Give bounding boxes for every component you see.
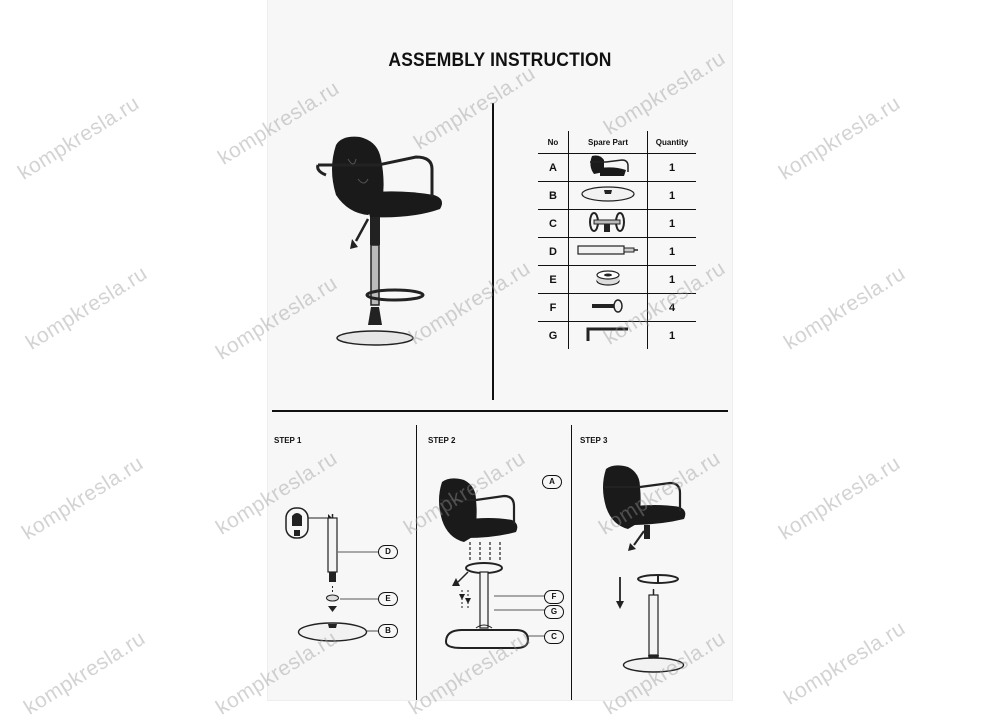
row-quantity: 1: [647, 209, 696, 238]
watermark: kompkresla.ru: [18, 451, 148, 545]
table-row: B 1: [538, 181, 696, 210]
table-row: E 1: [538, 265, 696, 294]
step-2-label: STEP 2: [428, 436, 456, 445]
step-1-label: STEP 1: [274, 436, 302, 445]
callout-d: D: [378, 545, 398, 559]
row-no: C: [538, 209, 569, 238]
part-f-cell: [568, 293, 648, 322]
watermark: kompkresla.ru: [22, 261, 152, 355]
watermark: kompkresla.ru: [775, 91, 905, 185]
step-1-illustration: [285, 507, 378, 642]
seat-icon: [590, 155, 629, 176]
part-g-cell: [568, 321, 648, 349]
table-row: A 1: [538, 153, 696, 182]
watermark: kompkresla.ru: [14, 91, 144, 185]
step-3-label: STEP 3: [580, 436, 608, 445]
row-quantity: 4: [647, 293, 696, 322]
gas-lift-icon: [577, 245, 638, 255]
row-quantity: 1: [647, 265, 696, 294]
header-spare-part: Spare Part: [568, 131, 648, 154]
base-disc-icon: [581, 186, 635, 202]
callout-e: E: [378, 592, 398, 606]
part-c-cell: [568, 209, 648, 238]
watermark: kompkresla.ru: [780, 261, 910, 355]
document-title: ASSEMBLY INSTRUCTION: [388, 50, 612, 71]
step-3-illustration: [603, 465, 686, 673]
row-no: D: [538, 237, 569, 266]
watermark: kompkresla.ru: [780, 616, 910, 710]
row-quantity: 1: [647, 181, 696, 210]
callout-b: B: [378, 624, 398, 638]
callout-a: A: [542, 475, 562, 489]
table-row: F 4: [538, 293, 696, 322]
footrest-icon: [589, 212, 625, 232]
watermark: kompkresla.ru: [20, 626, 150, 720]
table-header-row: No Spare Part Quantity: [538, 131, 696, 154]
row-no: G: [538, 321, 569, 349]
allen-key-icon: [586, 327, 628, 341]
row-no: A: [538, 153, 569, 182]
callout-f: F: [544, 590, 564, 604]
row-quantity: 1: [647, 153, 696, 182]
row-quantity: 1: [647, 237, 696, 266]
header-no: No: [538, 131, 569, 154]
table-row: G 1: [538, 321, 696, 349]
horizontal-divider: [272, 410, 728, 412]
row-no: B: [538, 181, 569, 210]
header-quantity: Quantity: [647, 131, 696, 154]
part-b-cell: [568, 181, 648, 210]
callout-c: C: [544, 630, 564, 644]
screw-icon: [592, 299, 623, 313]
watermark: kompkresla.ru: [775, 451, 905, 545]
callout-g: G: [544, 605, 564, 619]
instruction-sheet: ASSEMBLY INSTRUCTION No Spare Part Quant…: [268, 0, 732, 700]
row-no: E: [538, 265, 569, 294]
step2-divider: [571, 425, 572, 700]
row-quantity: 1: [668, 329, 676, 342]
assembled-chair-illustration: [316, 136, 442, 346]
step1-divider: [416, 425, 417, 700]
step-2-illustration: [439, 478, 546, 649]
part-d-cell: [568, 237, 648, 266]
part-a-cell: [568, 153, 648, 182]
table-row: C 1: [538, 209, 696, 238]
cover-ring-icon: [596, 270, 620, 286]
row-no: F: [538, 293, 569, 322]
table-row: D 1: [538, 237, 696, 266]
part-e-cell: [568, 265, 648, 294]
spare-parts-table: No Spare Part Quantity A 1 B: [538, 131, 696, 349]
top-vertical-divider: [492, 103, 494, 400]
